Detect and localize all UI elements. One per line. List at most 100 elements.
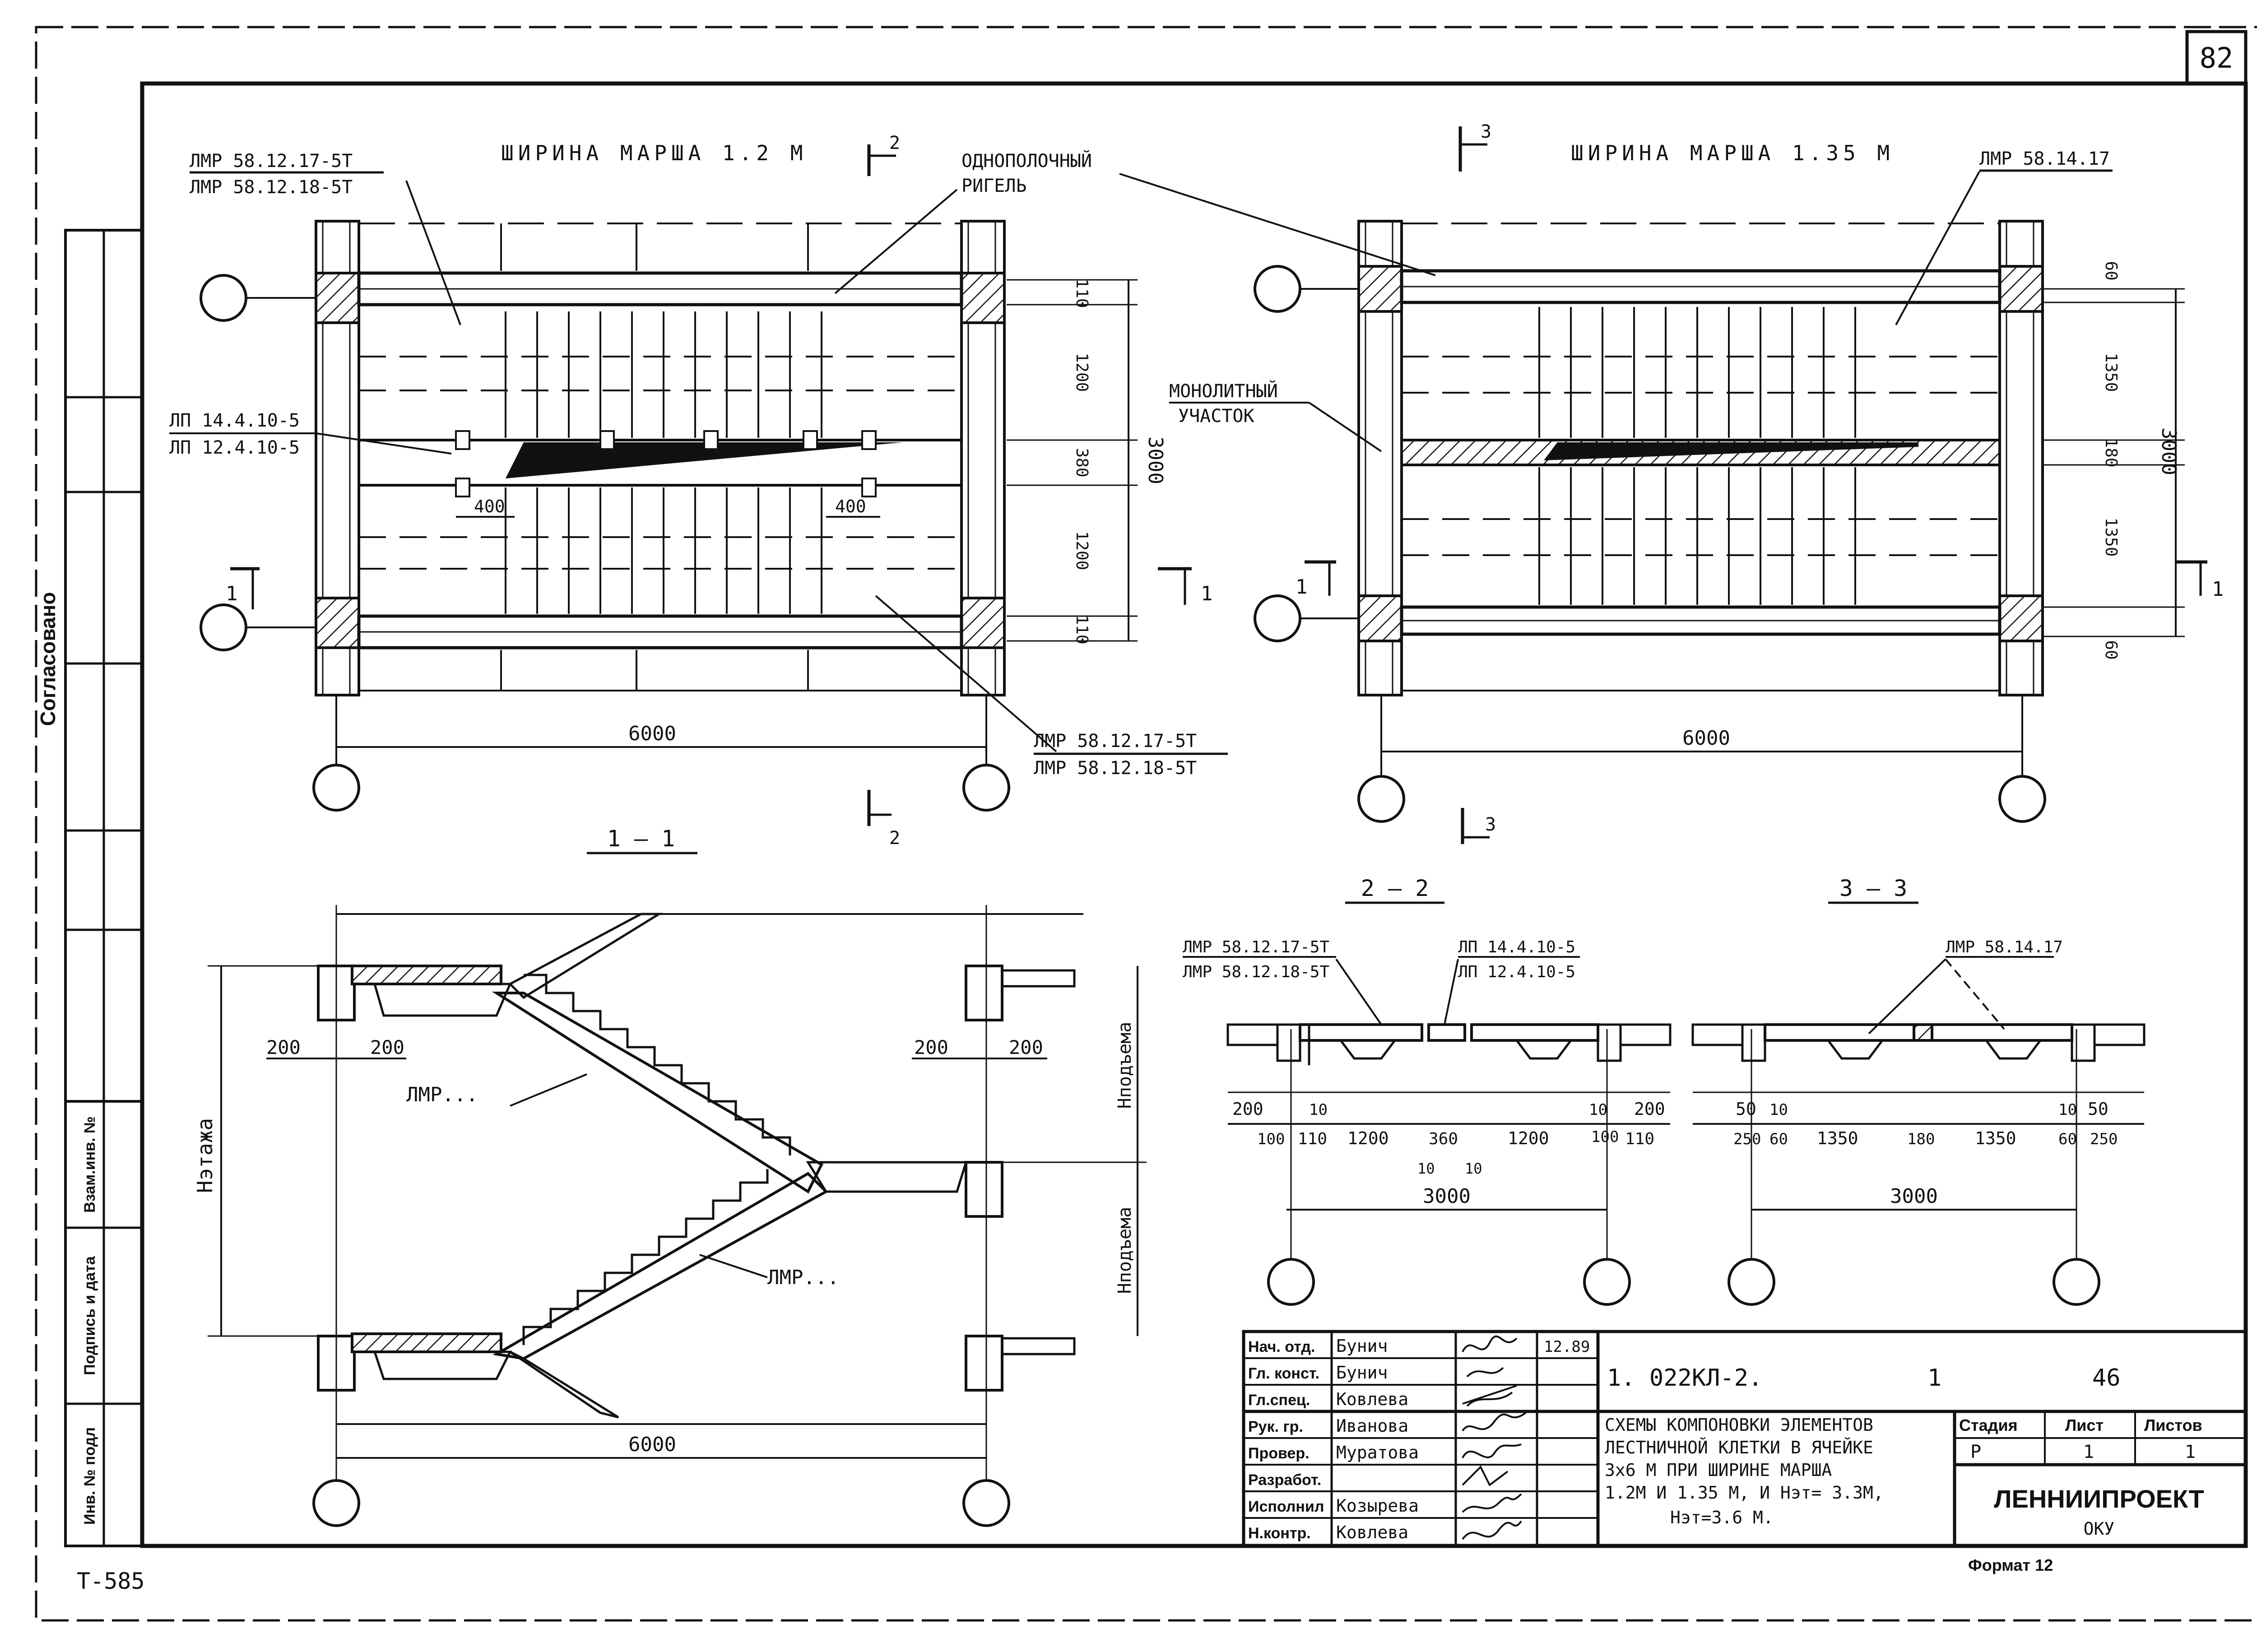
- section-2-2-d1-3: 200: [1634, 1099, 1665, 1119]
- tb-stage: Р: [1970, 1442, 1981, 1462]
- sheet-outer-border: [35, 26, 2257, 1622]
- tb-role-6: Исполнил: [1248, 1498, 1324, 1515]
- plan-left-cut-mark-2-bottom: 2: [889, 828, 900, 849]
- tb-name-7: Ковлева: [1336, 1522, 1408, 1542]
- tb-name-4: Муратова: [1336, 1443, 1419, 1462]
- plan-left-dim-v-4: 110: [1073, 615, 1091, 644]
- section-1-1-floor-height: Нэтажа: [193, 1118, 217, 1193]
- section-2-2-label-c: ЛП 14.4.10-5: [1458, 938, 1575, 956]
- plan-left-label-top-a: ЛМР 58.12.17-5Т: [190, 151, 353, 172]
- tb-doc-code: 1. 022КЛ-2.: [1607, 1364, 1762, 1392]
- section-1-1: 1 — 1 6000 ЛМР... ЛМР..: [193, 826, 1147, 1527]
- stamp-bottom-left: Т-585: [77, 1568, 145, 1594]
- section-2-2-d2-4: 1200: [1508, 1128, 1549, 1148]
- plan-right-dim-total: 6000: [1682, 727, 1730, 750]
- plan-right-dim-v-4: 60: [2102, 640, 2120, 659]
- section-2-2-d2-3: 360: [1429, 1130, 1458, 1148]
- section-3-3-d1-2: 10: [2058, 1101, 2077, 1119]
- tb-desc-2: 3х6 М ПРИ ШИРИНЕ МАРША: [1605, 1460, 1832, 1480]
- plan-left-dim-v-0: 110: [1073, 278, 1091, 308]
- plan-left-label-landing-b: ЛП 12.4.10-5: [169, 437, 300, 458]
- plan-left-dim-400-right: 400: [835, 497, 866, 516]
- section-1-1-title: 1 — 1: [607, 826, 675, 852]
- plan-right-heading: ШИРИНА МАРША 1.35 М: [1571, 141, 1894, 165]
- section-2-2-d3-1: 10: [1465, 1160, 1482, 1177]
- side-field-signature-date: Подпись и дата: [81, 1256, 98, 1375]
- section-2-2-d2-5: 100: [1591, 1128, 1619, 1146]
- tb-role-2: Гл.спец.: [1248, 1392, 1310, 1409]
- plan-right-label-monolith-b: УЧАСТОК: [1178, 406, 1254, 427]
- plan-right-cut-mark-1-right: 1: [2212, 578, 2224, 601]
- section-3-3-dim-total: 3000: [1890, 1185, 1938, 1208]
- section-3-3-d2-4: 1350: [1975, 1128, 2016, 1148]
- side-field-exchange-no: Взам.инв. №: [81, 1116, 98, 1213]
- plan-left-dim-v-2: 380: [1073, 448, 1091, 477]
- plan-left-dim-v-1: 1200: [1073, 353, 1091, 392]
- section-2-2-d2-2: 1200: [1347, 1128, 1389, 1148]
- plan-left-label-landing-a: ЛП 14.4.10-5: [169, 410, 300, 431]
- tb-name-0: Бунич: [1336, 1336, 1388, 1356]
- sheet-number-box: 82: [2185, 30, 2248, 85]
- section-3-3-d1-3: 50: [2088, 1099, 2108, 1119]
- tb-role-1: Гл. конст.: [1248, 1365, 1319, 1382]
- plan-left-label-top-b: ЛМР 58.12.18-5Т: [190, 177, 353, 198]
- section-1-1-rise-lower: Нподъема: [1115, 1207, 1135, 1294]
- tb-date: 12.89: [1544, 1338, 1590, 1356]
- plan-left-heading: ШИРИНА МАРША 1.2 М: [501, 141, 808, 165]
- tb-name-6: Козырева: [1336, 1496, 1419, 1516]
- section-3-3-label: ЛМР 58.14.17: [1946, 938, 2063, 956]
- plan-right-cut-mark-1-left: 1: [1296, 575, 1308, 599]
- plan-left: ШИРИНА МАРША 1.2 М ЛМР 58.12.17-5Т ЛМР 5…: [169, 133, 1436, 849]
- plan-left-dim-400-left: 400: [474, 497, 505, 516]
- section-1-1-dim-right-0: 200: [914, 1036, 948, 1058]
- section-1-1-rise-upper: Нподъема: [1115, 1022, 1135, 1109]
- section-3-3-d2-0: 250: [1733, 1130, 1761, 1148]
- plan-right-dim-v-1: 1350: [2102, 353, 2120, 392]
- title-block: Нач. отд. Гл. конст. Гл.спец. Рук. гр. П…: [1242, 1330, 2248, 1548]
- plan-right: ШИРИНА МАРША 1.35 М ЛМР 58.14.17 3: [1169, 121, 2224, 844]
- plan-right-dim-v-2: 180: [2102, 438, 2120, 467]
- plan-left-dim-total: 6000: [628, 722, 676, 745]
- section-2-2-title: 2 — 2: [1361, 875, 1429, 901]
- sheet-number: 82: [2200, 42, 2234, 74]
- plan-right-dim-v-0: 60: [2102, 261, 2120, 280]
- tb-org: ЛЕННИИПРОЕКТ: [1994, 1485, 2204, 1513]
- plan-left-label-bottom-a: ЛМР 58.12.17-5Т: [1034, 731, 1197, 752]
- section-1-1-dim-right-1: 200: [1009, 1036, 1043, 1058]
- section-2-2-d2-6: 110: [1625, 1130, 1654, 1148]
- plan-left-cut-mark-1-right: 1: [1201, 582, 1213, 605]
- tb-role-3: Рук. гр.: [1248, 1418, 1303, 1435]
- section-2-2-d2-0: 100: [1257, 1130, 1285, 1148]
- plan-left-dim-v-3: 1200: [1073, 531, 1091, 571]
- tb-sheet-header: Лист: [2065, 1416, 2104, 1434]
- tb-stage-header: Стадия: [1959, 1416, 2018, 1434]
- tb-name-3: Иванова: [1336, 1416, 1408, 1436]
- section-2-2-label-d: ЛП 12.4.10-5: [1458, 963, 1575, 981]
- tb-pages-num: 46: [2092, 1364, 2121, 1392]
- section-2-2-label-b: ЛМР 58.12.18-5Т: [1183, 963, 1329, 981]
- section-2-2-d1-1: 10: [1309, 1101, 1328, 1119]
- section-1-1-label-march-b: ЛМР...: [767, 1266, 839, 1289]
- plan-right-label-monolith-a: МОНОЛИТНЫЙ: [1169, 380, 1278, 402]
- tb-role-4: Провер.: [1248, 1445, 1310, 1462]
- tb-desc-0: СХЕМЫ КОМПОНОВКИ ЭЛЕМЕНТОВ: [1605, 1415, 1873, 1435]
- section-1-1-dim-left-0: 200: [266, 1036, 301, 1058]
- plan-right-dim-v-3: 1350: [2102, 518, 2120, 557]
- section-2-2: 2 — 2 ЛМР 58.12.17-5Т ЛМР 58.12.18-5Т ЛП…: [1183, 875, 1672, 1306]
- section-3-3-d1-1: 10: [1769, 1101, 1788, 1119]
- plan-right-cut-mark-3-top: 3: [1481, 121, 1491, 142]
- plan-right-cut-mark-3-bottom: 3: [1485, 814, 1496, 835]
- plan-left-label-riegel-2: РИГЕЛЬ: [961, 176, 1027, 196]
- section-1-1-dim-total: 6000: [628, 1433, 676, 1456]
- format-label: Формат 12: [1968, 1556, 2053, 1574]
- section-3-3-title: 3 — 3: [1839, 875, 1908, 901]
- tb-sheet: 1: [2083, 1442, 2094, 1462]
- tb-name-2: Ковлева: [1336, 1389, 1408, 1409]
- section-2-2-d1-0: 200: [1232, 1099, 1263, 1119]
- tb-dept: ОКУ: [2084, 1519, 2115, 1539]
- tb-role-0: Нач. отд.: [1248, 1338, 1315, 1355]
- section-2-2-d3-0: 10: [1417, 1160, 1435, 1177]
- tb-desc-4: Нэт=3.6 М.: [1670, 1508, 1774, 1527]
- plan-left-label-riegel: ОДНОПОЛОЧНЫЙ: [961, 150, 1092, 172]
